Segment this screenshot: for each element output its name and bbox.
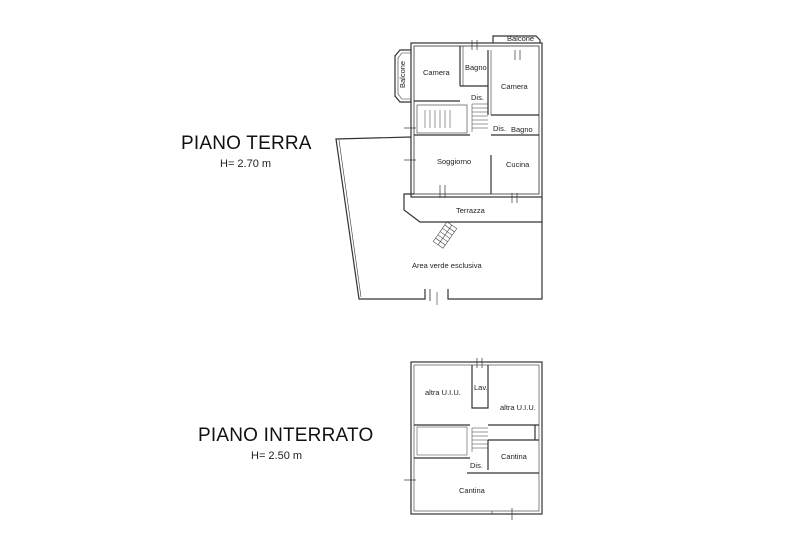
room-label-dis-top: Dis.	[471, 93, 484, 102]
floor-title-piano-interrato: PIANO INTERRATO	[198, 425, 374, 446]
room-label-bagno-top: Bagno	[465, 63, 487, 72]
floor-title-piano-terra: PIANO TERRA	[181, 133, 312, 154]
piano-terra-plan	[335, 35, 543, 305]
room-label-balcone-left: Balcone	[398, 61, 407, 88]
room-label-cantina-right: Cantina	[501, 452, 528, 461]
room-label-balcone-top: Balcone	[507, 34, 534, 43]
room-label-terrazza: Terrazza	[456, 206, 486, 215]
room-label-area-verde: Area verde esclusiva	[412, 261, 482, 270]
room-label-lav: Lav.	[474, 383, 488, 392]
room-label-altra-uiu-left: altra U.I.U.	[425, 388, 461, 397]
floor-height-piano-interrato: H= 2.50 m	[251, 450, 303, 462]
floor-height-piano-terra: H= 2.70 m	[220, 158, 272, 170]
room-label-dis: Dis.	[470, 461, 483, 470]
room-label-camera-right: Camera	[501, 82, 529, 91]
room-label-altra-uiu-right: altra U.I.U.	[500, 403, 536, 412]
room-label-soggiorno: Soggiorno	[437, 157, 471, 166]
room-label-bagno-mid: Bagno	[511, 125, 533, 134]
room-label-cucina: Cucina	[506, 160, 530, 169]
room-label-camera-left: Camera	[423, 68, 451, 77]
room-label-cantina-bottom: Cantina	[459, 486, 486, 495]
piano-interrato-plan	[404, 358, 543, 520]
room-label-dis-mid: Dis.	[493, 124, 506, 133]
